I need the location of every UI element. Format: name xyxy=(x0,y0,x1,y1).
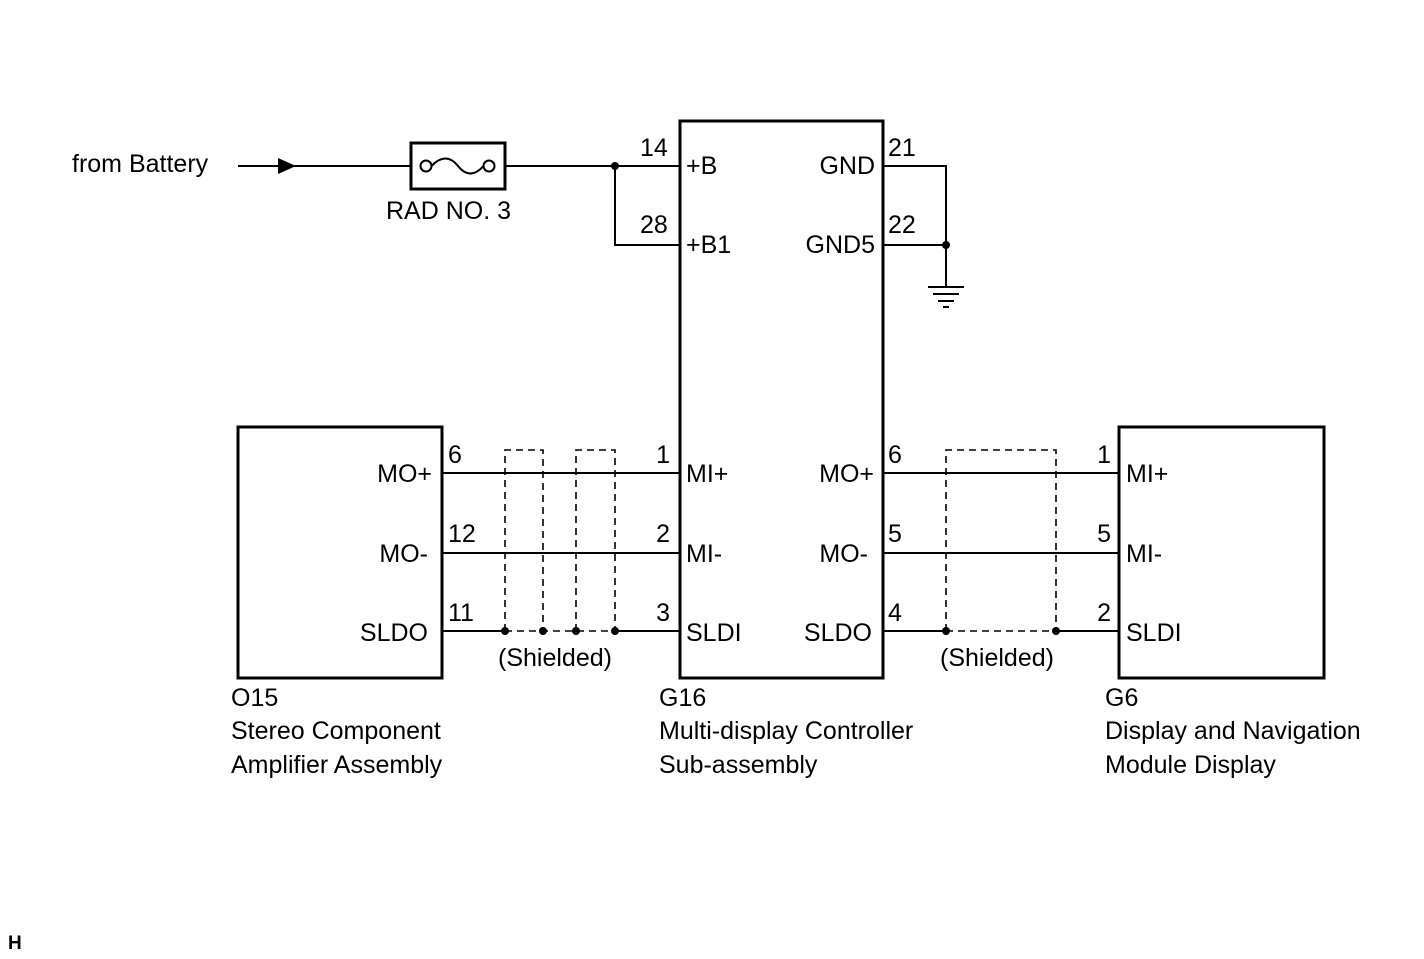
amplifier-name-line2: Amplifier Assembly xyxy=(231,751,443,779)
shield-right xyxy=(942,449,1060,635)
pin-gnd5-number: 22 xyxy=(888,211,916,239)
arrow-icon xyxy=(278,158,296,174)
display-name-line1: Display and Navigation xyxy=(1105,717,1361,745)
pin-mo-plus-number: 6 xyxy=(888,441,902,469)
disp-mi-plus-name: MI+ xyxy=(1126,460,1168,488)
ground-junction-dot xyxy=(942,241,950,249)
pin-gnd5-name: GND5 xyxy=(806,231,875,259)
pin-sldo-number: 4 xyxy=(888,599,902,627)
amplifier-name-line1: Stereo Component xyxy=(231,717,441,745)
pin-b-name: +B xyxy=(686,152,717,180)
fuse-icon xyxy=(409,141,507,191)
pin-b1-number: 28 xyxy=(640,211,668,239)
disp-sldi-number: 2 xyxy=(1097,599,1111,627)
pin-sldo-name: SLDO xyxy=(804,619,872,647)
pin-mi-plus-number: 1 xyxy=(656,441,670,469)
disp-mi-plus-number: 1 xyxy=(1097,441,1111,469)
junction-dot xyxy=(611,162,619,170)
pin-b-number: 14 xyxy=(640,134,668,162)
amp-mo-minus-name: MO- xyxy=(379,540,428,568)
amp-mo-plus-name: MO+ xyxy=(377,460,432,488)
pin-mi-plus-name: MI+ xyxy=(686,460,728,488)
pin-mi-minus-name: MI- xyxy=(686,540,722,568)
display-code: G6 xyxy=(1105,684,1138,712)
disp-sldi-name: SLDI xyxy=(1126,619,1182,647)
disp-mi-minus-number: 5 xyxy=(1097,520,1111,548)
pin-sldi-name: SLDI xyxy=(686,619,742,647)
pin-mo-minus-number: 5 xyxy=(888,520,902,548)
corner-mark: H xyxy=(8,933,22,954)
shield-label-left: (Shielded) xyxy=(498,644,612,672)
amp-mo-minus-number: 12 xyxy=(448,520,476,548)
amp-mo-plus-number: 6 xyxy=(448,441,462,469)
pin-sldi-number: 3 xyxy=(656,599,670,627)
controller-name-line2: Sub-assembly xyxy=(659,751,818,779)
ground-icon xyxy=(928,286,964,308)
fuse-label: RAD NO. 3 xyxy=(386,197,511,225)
pin-gnd-name: GND xyxy=(819,152,875,180)
controller-code: G16 xyxy=(659,684,706,712)
pin-mo-minus-name: MO- xyxy=(819,540,868,568)
amplifier-code: O15 xyxy=(231,684,278,712)
display-name-line2: Module Display xyxy=(1105,751,1276,779)
pin-gnd-number: 21 xyxy=(888,134,916,162)
controller-name-line1: Multi-display Controller xyxy=(659,717,913,745)
shield-label-right: (Shielded) xyxy=(940,644,1054,672)
controller-box xyxy=(678,119,885,680)
b1-wire xyxy=(614,166,680,246)
shield-left xyxy=(501,449,619,635)
amp-sldo-name: SLDO xyxy=(360,619,428,647)
pin-b1-name: +B1 xyxy=(686,231,731,259)
pin-mo-plus-name: MO+ xyxy=(819,460,874,488)
from-battery-label: from Battery xyxy=(72,150,209,178)
disp-mi-minus-name: MI- xyxy=(1126,540,1162,568)
pin-mi-minus-number: 2 xyxy=(656,520,670,548)
amp-sldo-number: 11 xyxy=(448,599,474,627)
